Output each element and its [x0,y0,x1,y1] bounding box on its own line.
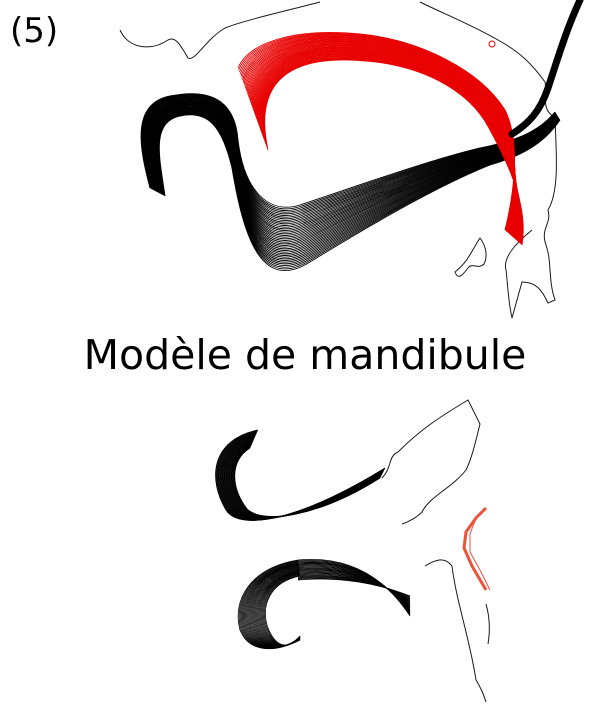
fan-top-strand [234,447,381,517]
fan-top-strand [226,440,382,519]
fan-top-strand [225,438,383,518]
tongue-strand [251,44,517,236]
fan-top-strand [234,447,380,516]
upper-mandible-fan [216,430,385,520]
fan-top-strand [229,443,381,518]
lower-outline-upper [382,400,480,524]
mandible-detail-figure [216,400,490,702]
lower-mandible-fan [238,559,410,648]
fan-top-strand [230,444,381,518]
fan-top-strand [227,441,382,518]
fan-top-strand [228,441,382,518]
lower-outline-tail [486,604,489,644]
figure-caption: Modèle de mandibule [0,333,610,378]
fan-top-strand [232,445,381,517]
panel-label: (5) [10,14,58,48]
upper-jaw-arc [512,0,580,134]
red-marker-icon [489,41,495,47]
epiglottis-outline [455,238,486,276]
fan-top-strand [231,444,381,517]
fan-top-strand [233,446,381,517]
lower-outline-lower [425,560,486,702]
fan-top-strand [224,438,383,519]
fan-top-strand [227,440,382,518]
fan-top-strand [235,448,380,516]
fan-top-strand [225,439,382,518]
vocal-tract-figure [120,0,580,318]
fan-top-strand [230,443,381,517]
fan-top-strand [229,442,382,518]
fan-top-strand [232,446,380,517]
